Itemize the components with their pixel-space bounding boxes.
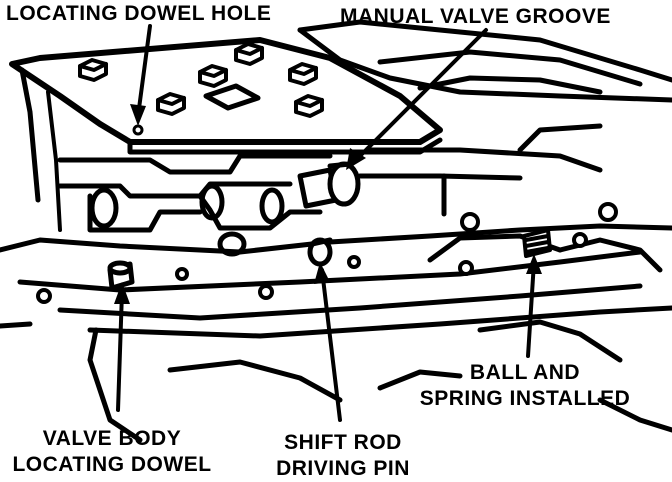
valve-body-locating-dowel (107, 260, 135, 291)
label-valve-body-line2: LOCATING DOWEL (12, 453, 212, 476)
plate-bolts (78, 42, 324, 118)
manual-valve (297, 161, 361, 209)
label-shift-rod-line1: SHIFT ROD (284, 431, 402, 454)
label-shift-rod-line2: DRIVING PIN (276, 457, 410, 480)
ball-and-spring (522, 228, 552, 258)
label-ball-and-spring-line1: BALL AND (469, 361, 581, 384)
leader-arrows (114, 24, 542, 422)
label-shift-rod-driving-pin: SHIFT ROD DRIVING PIN (258, 430, 428, 482)
label-ball-and-spring-line2: SPRING INSTALLED (419, 387, 631, 410)
shift-rod-driving-pin (307, 237, 333, 267)
plate-boss (203, 83, 261, 111)
label-manual-valve-groove: MANUAL VALVE GROOVE (340, 5, 611, 28)
label-valve-body-line1: VALVE BODY (42, 427, 182, 450)
label-valve-body-locating-dowel: VALVE BODY LOCATING DOWEL (0, 426, 224, 478)
valve-body-castings (57, 123, 603, 257)
case-holes (36, 202, 618, 304)
label-locating-dowel-hole: LOCATING DOWEL HOLE (6, 2, 272, 25)
label-ball-and-spring: BALL AND SPRING INSTALLED (404, 360, 646, 412)
upper-housing (297, 19, 672, 103)
